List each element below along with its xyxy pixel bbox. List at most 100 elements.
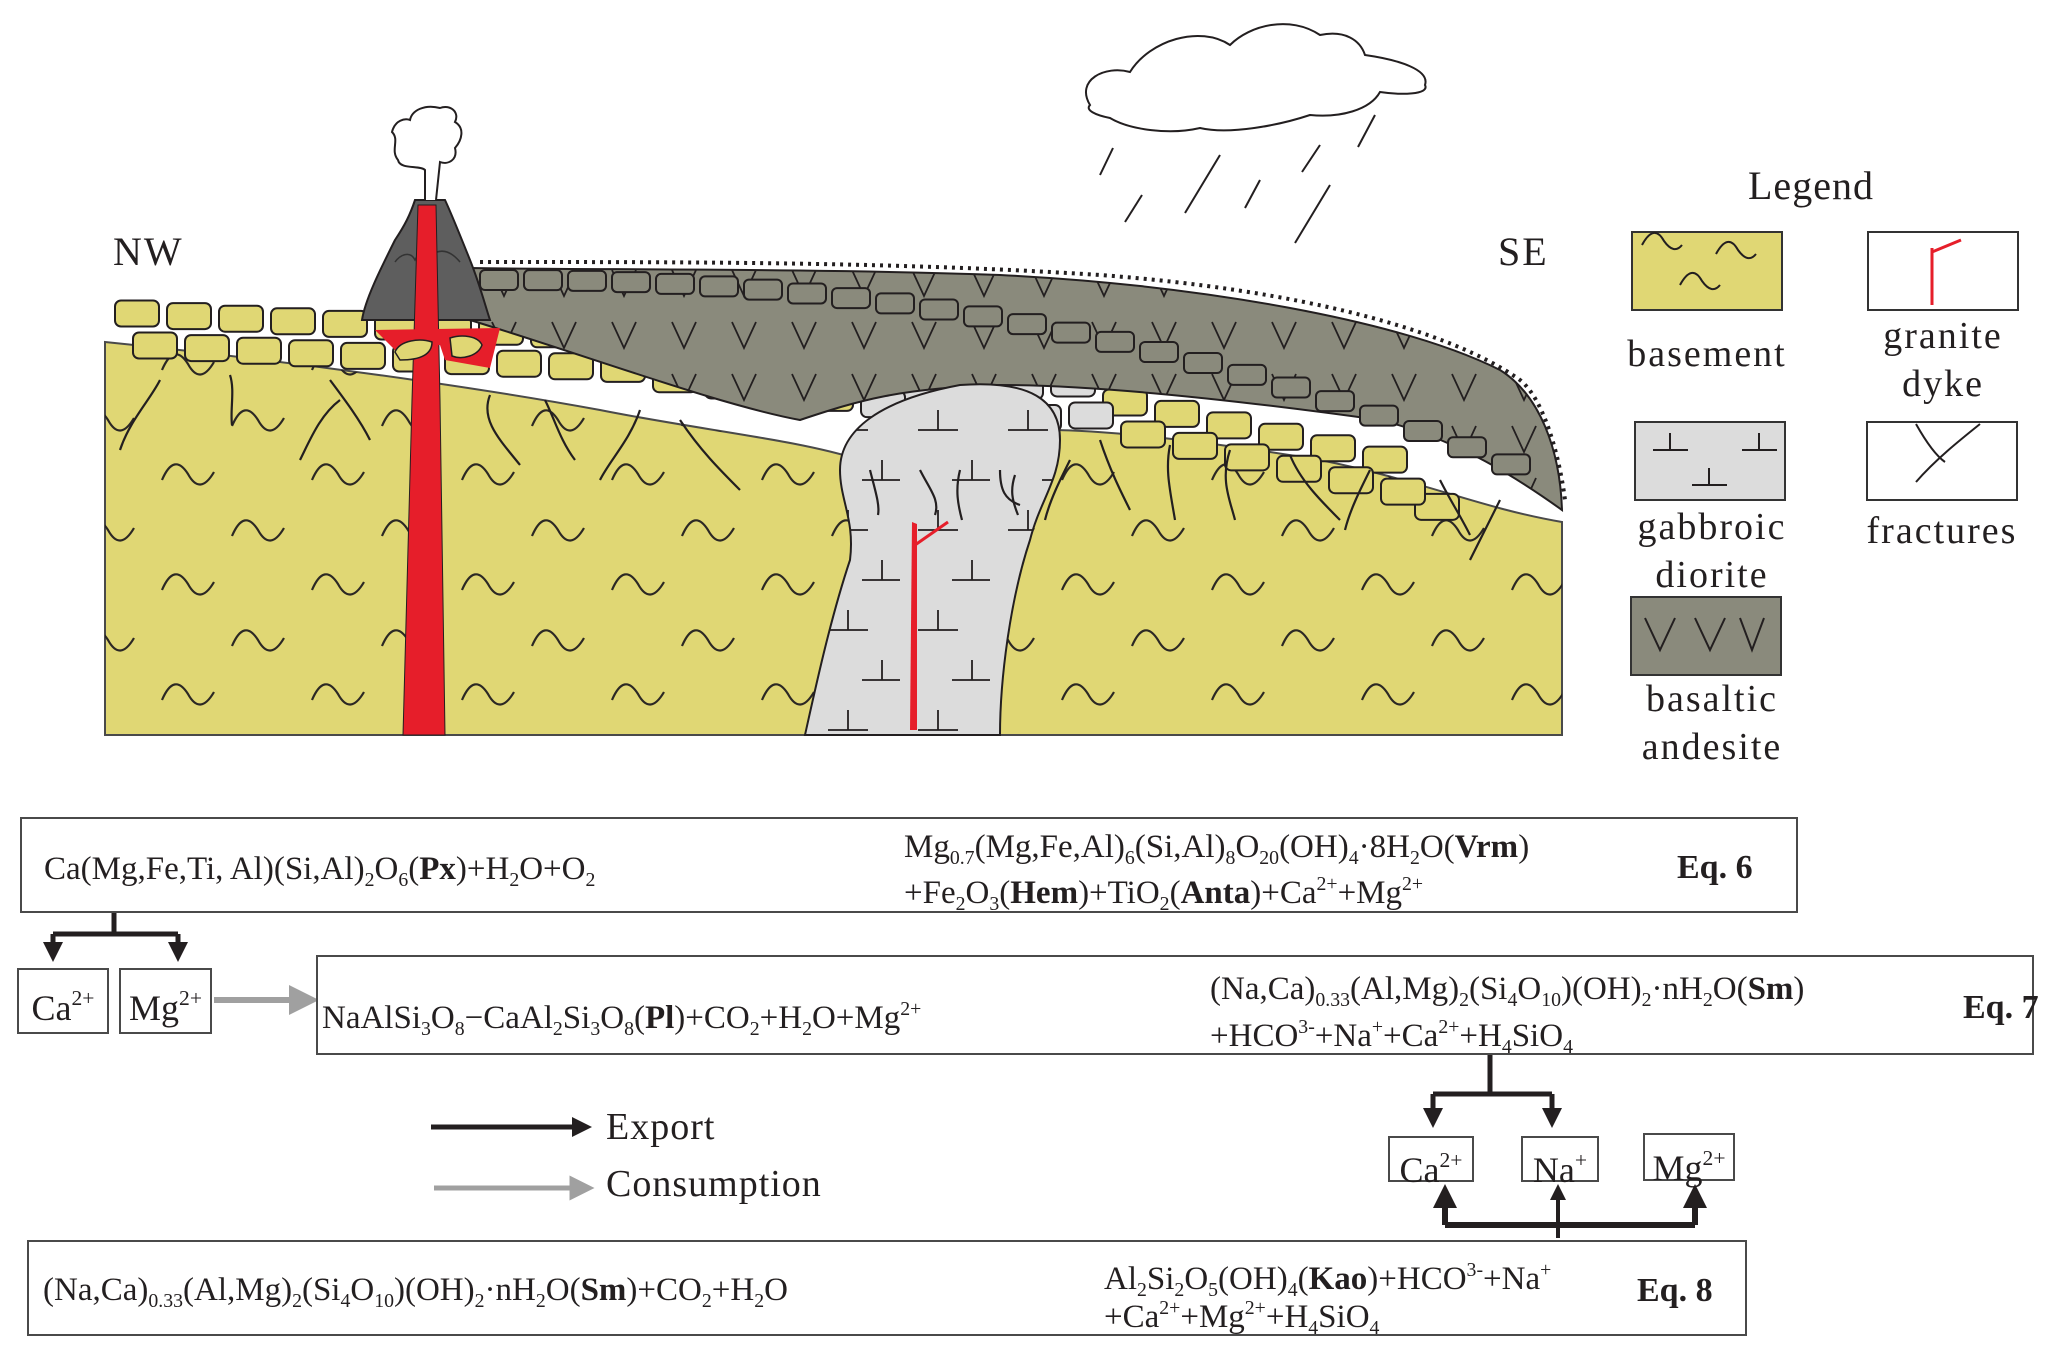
eq6-products-line2: +Fe2O3(Hem)+TiO2(Anta)+Ca2++Mg2+ <box>904 866 1423 922</box>
legend-label-basaltic-andesite: basaltic andesite <box>1612 675 1812 771</box>
eq8-products-line1-text: Al2Si2O5(OH)4(Kao)+HCO3-+Na+ <box>1104 1259 1552 1301</box>
eq7-products-line1: (Na,Ca)0.33(Al,Mg)2(Si4O10)(OH)2·nH2O(Sm… <box>1210 971 1804 1018</box>
direction-label-nw: NW <box>113 229 184 274</box>
eq6-products-line1-text: Mg0.7(Mg,Fe,Al)6(Si,Al)8O20(OH)4·8H2O(Vr… <box>904 829 1530 869</box>
weathered-block <box>1154 399 1200 428</box>
ion-symbol: Ca <box>1399 1150 1440 1191</box>
legend-swatch-gabbroic-diorite <box>1634 421 1786 501</box>
andesite-block <box>1051 321 1091 344</box>
ion-symbol: Mg <box>1652 1148 1703 1189</box>
andesite-block <box>523 269 563 292</box>
weathered-block <box>270 307 316 336</box>
weathered-block <box>496 349 542 378</box>
weathered-block <box>1172 431 1218 460</box>
ion-charge: 2+ <box>1439 1148 1463 1172</box>
andesite-block <box>655 272 695 295</box>
equation-8-box: (Na,Ca)0.33(Al,Mg)2(Si4O10)(OH)2·nH2O(Sm… <box>27 1240 1747 1339</box>
andesite-block <box>1227 363 1267 386</box>
legend-swatch-basaltic-andesite <box>1630 596 1782 676</box>
weathered-block <box>340 341 386 370</box>
direction-label-se: SE <box>1498 229 1549 274</box>
andesite-block <box>611 271 651 294</box>
legend-label-line: fractures <box>1866 510 2018 552</box>
gabbroic-diorite-intrusion <box>803 383 1062 736</box>
andesite-block <box>699 275 739 298</box>
eq8-number: Eq. 8 <box>1637 1272 1713 1309</box>
basaltic-andesite-layer <box>469 260 1567 512</box>
weathered-block <box>1120 420 1166 449</box>
weathered-block <box>1310 434 1356 463</box>
legend-label-line: diorite <box>1655 554 1769 596</box>
legend-label-granite-dyke: granite dyke <box>1848 312 2038 408</box>
legend-swatch-granite-dyke <box>1867 231 2019 311</box>
andesite-block <box>743 278 783 301</box>
eq7-products-line1-text: (Na,Ca)0.33(Al,Mg)2(Si4O10)(OH)2·nH2O(Sm… <box>1210 971 1805 1011</box>
legend-label-line: basaltic <box>1645 678 1779 720</box>
andesite-block <box>1491 453 1531 476</box>
legend-title: Legend <box>1748 163 1874 208</box>
legend-swatch-fractures <box>1866 421 2018 501</box>
andesite-block <box>963 305 1003 328</box>
andesite-block <box>1315 390 1355 413</box>
andesite-block <box>1447 436 1487 459</box>
rain-lines <box>1099 114 1376 244</box>
eruption-plume <box>390 105 463 201</box>
eq6-reactants: Ca(Mg,Fe,Ti, Al)(Si,Al)2O6(Px)+H2O+O2 <box>44 851 595 898</box>
legend-label-line: basement <box>1627 333 1787 375</box>
andesite-block <box>1359 404 1399 427</box>
weathered-block <box>1068 401 1114 430</box>
ion-charge: 2+ <box>179 986 202 1010</box>
basement-layer <box>104 340 1563 736</box>
andesite-block <box>1139 341 1179 364</box>
andesite-block <box>567 269 607 292</box>
weathered-block <box>114 299 160 328</box>
weathered-block <box>322 309 368 338</box>
eq7-export-arrows <box>1423 1055 1562 1128</box>
export-legend-label: Export <box>606 1106 716 1148</box>
eq8-products-line2: +Ca2++Mg2++H4SiO4 <box>1104 1290 1379 1346</box>
legend-label-fractures: fractures <box>1842 507 2042 555</box>
weathered-block <box>184 334 230 363</box>
weathered-block <box>1328 466 1374 495</box>
weathered-block <box>288 339 334 368</box>
andesite-block <box>831 287 871 310</box>
equation-6-box: Ca(Mg,Fe,Ti, Al)(Si,Al)2O6(Px)+H2O+O2 Mg… <box>20 817 1798 915</box>
ion-symbol: Ca <box>31 988 72 1029</box>
eq8-export-arrows <box>1433 1184 1707 1238</box>
rain-cloud-icon <box>1085 23 1427 244</box>
ion-symbol: Mg <box>129 988 180 1029</box>
weathered-block <box>166 302 212 331</box>
weathered-block <box>236 336 282 365</box>
equation-7-box: NaAlSi3O8−CaAl2Si3O8(Pl)+CO2+H2O+Mg2+ (N… <box>316 955 2039 1058</box>
andesite-block <box>787 282 827 305</box>
andesite-block <box>1271 376 1311 399</box>
andesite-block <box>1095 330 1135 353</box>
andesite-block <box>479 269 519 291</box>
legend-swatch-basement <box>1631 231 1783 311</box>
ion-box-mg-eq6: Mg2+ <box>119 968 212 1034</box>
eq7-number: Eq. 7 <box>1963 989 2039 1026</box>
ion-charge: 2+ <box>1702 1146 1726 1170</box>
eq7-products-line2-text: +HCO3-+Na++Ca2++H4SiO4 <box>1210 1016 1573 1058</box>
eq6-export-arrows <box>43 913 188 962</box>
legend-label-line: gabbroic <box>1637 506 1787 548</box>
legend-swatches <box>1630 231 2019 676</box>
andesite-block <box>1403 419 1443 442</box>
eq6-products-line2-text: +Fe2O3(Hem)+TiO2(Anta)+Ca2++Mg2+ <box>904 873 1424 915</box>
geological-cross-section <box>104 23 2019 736</box>
eq7-reactants: NaAlSi3O8−CaAl2Si3O8(Pl)+CO2+H2O+Mg2+ <box>322 991 921 1047</box>
andesite-block <box>919 298 959 321</box>
eq8-reactants-text: (Na,Ca)0.33(Al,Mg)2(Si4O10)(OH)2·nH2O(Sm… <box>43 1272 788 1312</box>
weathered-block <box>1224 443 1270 472</box>
ion-box-mg-eq8: Mg2+ <box>1643 1133 1735 1188</box>
legend-label-basement: basement <box>1612 330 1802 378</box>
weathered-block <box>132 331 178 360</box>
eq6-products-line1: Mg0.7(Mg,Fe,Al)6(Si,Al)8O20(OH)4·8H2O(Vr… <box>904 829 1529 876</box>
eq6-number: Eq. 6 <box>1677 849 1753 886</box>
ion-charge: 2+ <box>71 986 95 1010</box>
fractures <box>118 374 1501 561</box>
legend-label-line: andesite <box>1641 726 1783 768</box>
ion-box-na-eq7: Na+ <box>1521 1136 1599 1190</box>
weathered-block <box>1414 492 1460 521</box>
